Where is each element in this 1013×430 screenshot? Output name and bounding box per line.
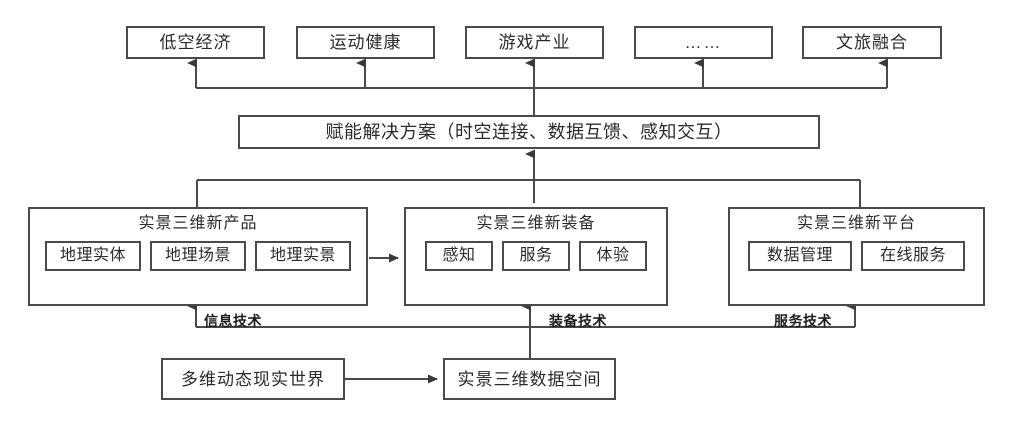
solution-box[interactable]: 赋能解决方案（时空连接、数据互馈、感知交互） (238, 115, 820, 149)
item-service[interactable]: 服务 (502, 241, 570, 271)
base-label: 实景三维数据空间 (457, 369, 602, 389)
application-label: 文旅融合 (836, 33, 908, 52)
group-items: 感知 服务 体验 (406, 241, 666, 271)
item-perception[interactable]: 感知 (425, 241, 493, 271)
group-items: 数据管理 在线服务 (730, 241, 983, 271)
application-label: …… (684, 33, 723, 52)
tech-label-equipment-technology: 装备技术 (549, 311, 607, 331)
group-box-new-platform[interactable]: 实景三维新平台 数据管理 在线服务 (728, 207, 985, 306)
application-label: 低空经济 (159, 33, 232, 52)
application-box-ellipsis[interactable]: …… (634, 26, 773, 59)
tech-label-text: 装备技术 (549, 313, 607, 329)
item-geographic-reality[interactable]: 地理实景 (255, 241, 351, 271)
group-title: 实景三维新装备 (476, 215, 596, 232)
item-label: 在线服务 (879, 247, 946, 264)
group-box-new-products[interactable]: 实景三维新产品 地理实体 地理场景 地理实景 (28, 207, 368, 306)
item-online-service[interactable]: 在线服务 (861, 241, 965, 271)
application-label: 游戏产业 (498, 33, 571, 52)
item-label: 地理实景 (269, 247, 336, 264)
group-title: 实景三维新产品 (138, 215, 258, 232)
application-box-sports-health[interactable]: 运动健康 (296, 26, 435, 59)
group-box-new-equipment[interactable]: 实景三维新装备 感知 服务 体验 (404, 207, 668, 306)
group-title: 实景三维新平台 (796, 215, 916, 232)
tech-label-text: 信息技术 (204, 313, 262, 329)
item-geographic-entity[interactable]: 地理实体 (45, 241, 141, 271)
item-experience[interactable]: 体验 (579, 241, 647, 271)
base-label: 多维动态现实世界 (181, 369, 325, 389)
application-box-culture-tourism[interactable]: 文旅融合 (802, 26, 942, 59)
base-box-multidimensional-real-world[interactable]: 多维动态现实世界 (161, 358, 345, 400)
solution-label: 赋能解决方案（时空连接、数据互馈、感知交互） (325, 122, 733, 142)
tech-label-service-technology: 服务技术 (774, 311, 832, 331)
tech-label-information-technology: 信息技术 (204, 311, 262, 331)
application-box-game-industry[interactable]: 游戏产业 (465, 26, 604, 59)
item-geographic-scene[interactable]: 地理场景 (150, 241, 246, 271)
application-label: 运动健康 (329, 33, 402, 52)
item-label: 地理场景 (164, 247, 231, 264)
item-data-management[interactable]: 数据管理 (748, 241, 852, 271)
item-label: 服务 (519, 247, 553, 264)
group-items: 地理实体 地理场景 地理实景 (30, 241, 366, 271)
item-label: 地理实体 (59, 247, 126, 264)
base-box-data-space[interactable]: 实景三维数据空间 (443, 358, 616, 400)
item-label: 体验 (596, 247, 630, 264)
application-box-low-altitude-economy[interactable]: 低空经济 (126, 26, 265, 59)
item-label: 感知 (442, 247, 476, 264)
tech-label-text: 服务技术 (774, 313, 832, 329)
item-label: 数据管理 (766, 247, 833, 264)
